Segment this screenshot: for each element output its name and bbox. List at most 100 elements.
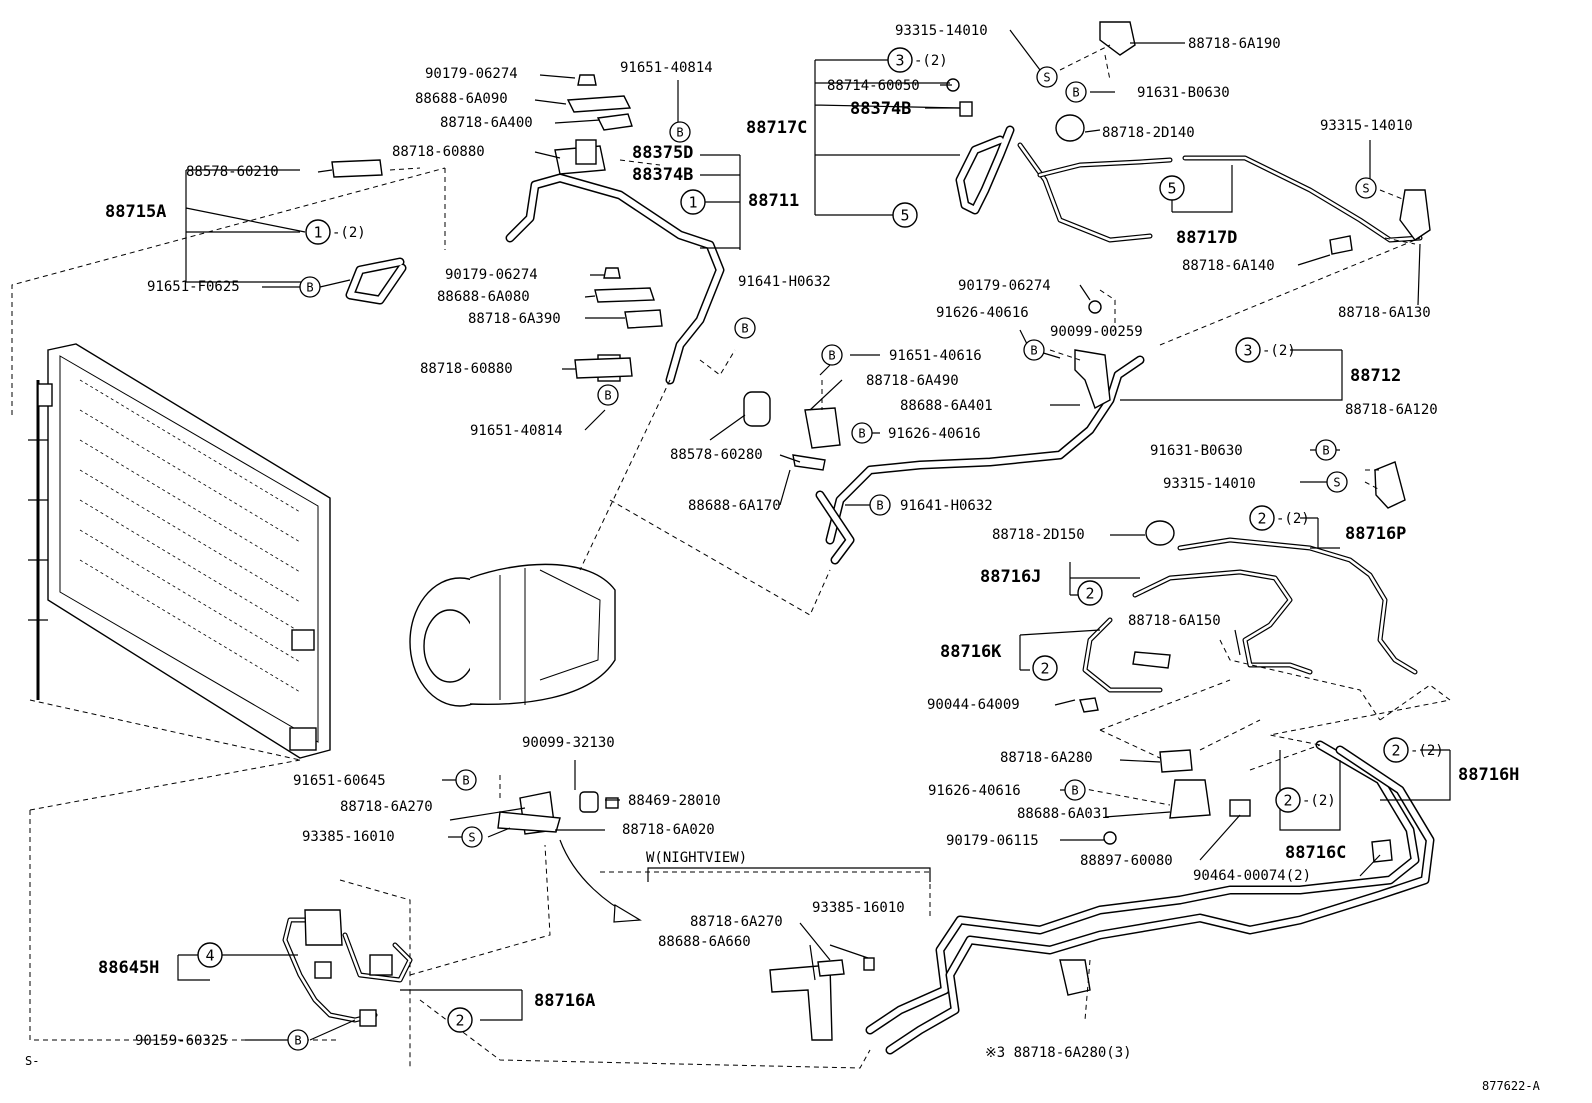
part-label-l33: 91631-B0630 — [1150, 443, 1243, 459]
callout-c6: 3-(2) — [1235, 337, 1296, 363]
callout-number: 2 — [1257, 510, 1266, 528]
assembly-labels: 88715A88375D88374B8871188717C88374B88717… — [98, 99, 1519, 1011]
callout-c11: 2-(2) — [1275, 787, 1336, 813]
callout-circle — [887, 47, 913, 73]
part-label-l11: 91641-H0632 — [738, 274, 831, 290]
bottom-note: ※3 88718-6A280(3) — [985, 1045, 1132, 1061]
callout-number: 3 — [895, 52, 904, 70]
marker-circle — [1064, 779, 1086, 801]
callout-circle — [447, 1007, 473, 1033]
marker-symbol: B — [858, 427, 865, 441]
callout-c5: 5 — [1159, 175, 1185, 201]
marker-circle — [1326, 471, 1348, 493]
part-label-l20: 88718-6A140 — [1182, 258, 1275, 274]
marker-symbol: B — [676, 126, 683, 140]
callout-qty: -(2) — [1302, 793, 1336, 809]
marker-m4: B — [597, 384, 619, 406]
part-number-labels: 90179-06274 91651-40814 88688-6A090 88718-6… — [135, 23, 1438, 1049]
part-label-l7: 91651-F0625 — [147, 279, 240, 295]
marker-m14: B — [455, 769, 477, 791]
callout-c8: 2 — [1077, 580, 1103, 606]
marker-m15: S — [461, 826, 483, 848]
compressor-drawing — [409, 563, 616, 707]
assembly-label-a3: 88374B — [632, 165, 693, 185]
callout-c12: 4 — [197, 942, 223, 968]
callout-circle — [1077, 580, 1103, 606]
part-label-l19: 93315-14010 — [1320, 118, 1413, 134]
marker-symbol: S — [468, 831, 475, 845]
marker-symbol: B — [1030, 344, 1037, 358]
part-label-l37: 90044-64009 — [927, 697, 1020, 713]
marker-circle — [299, 276, 321, 298]
part-label-l49: 90464-00074(2) — [1193, 868, 1311, 884]
part-label-l23: 91626-40616 — [936, 305, 1029, 321]
marker-m13: S — [1326, 471, 1348, 493]
callout-number: 3 — [1243, 342, 1252, 360]
marker-symbol: B — [828, 349, 835, 363]
marker-m12: B — [1315, 439, 1337, 461]
assembly-label-a8: 88712 — [1350, 366, 1401, 386]
marker-circle — [669, 121, 691, 143]
part-label-l1: 90179-06274 — [425, 66, 518, 82]
part-label-l9: 88688-6A080 — [437, 289, 530, 305]
callout-number: 2 — [1391, 742, 1400, 760]
part-label-l51: 93385-16010 — [812, 900, 905, 916]
assembly-label-a2: 88375D — [632, 143, 693, 163]
part-label-l25: 91651-40616 — [889, 348, 982, 364]
assembly-label-a11: 88716K — [940, 642, 1002, 662]
part-label-l45: 91626-40616 — [928, 783, 1021, 799]
marker-circle — [461, 826, 483, 848]
part-label-l28: 91626-40616 — [888, 426, 981, 442]
callout-number: 1 — [313, 224, 322, 242]
part-label-l53: 90159-60325 — [135, 1033, 228, 1049]
assembly-label-a13: 88716C — [1285, 843, 1346, 863]
callout-qty: -(2) — [914, 53, 948, 69]
callout-number: 2 — [1040, 660, 1049, 678]
dashed-guides — [11, 44, 1452, 1070]
callout-c1: 1-(2) — [305, 219, 366, 245]
marker-symbol: B — [604, 389, 611, 403]
marker-circle — [1065, 81, 1087, 103]
marker-m11: B — [869, 494, 891, 516]
part-label-l18: 88718-2D140 — [1102, 125, 1195, 141]
callout-c10: 2-(2) — [1383, 737, 1444, 763]
marker-m2: B — [299, 276, 321, 298]
figure-id: 877622-A — [1482, 1079, 1541, 1093]
part-label-l21: 88718-6A130 — [1338, 305, 1431, 321]
condenser-drawing — [28, 343, 331, 761]
callout-number: 4 — [205, 947, 214, 965]
marker-m1: B — [669, 121, 691, 143]
part-label-l41: 88718-6A270 — [340, 799, 433, 815]
part-label-l46: 88688-6A031 — [1017, 806, 1110, 822]
marker-m6: B — [1065, 81, 1087, 103]
part-label-l3: 88688-6A090 — [415, 91, 508, 107]
callout-c2: 1 — [680, 189, 706, 215]
callout-circle — [1032, 655, 1058, 681]
part-label-l43: 93385-16010 — [302, 829, 395, 845]
marker-m7: S — [1355, 177, 1377, 199]
marker-circle — [1023, 339, 1045, 361]
part-label-l13: 91651-40814 — [470, 423, 563, 439]
assembly-label-a5: 88717C — [746, 118, 807, 138]
callout-qty: -(2) — [1276, 511, 1310, 527]
part-label-l14: 93315-14010 — [895, 23, 988, 39]
marker-circle — [1036, 66, 1058, 88]
part-label-l10: 88718-6A390 — [468, 311, 561, 327]
callout-circle — [1383, 737, 1409, 763]
part-label-l40: 88469-28010 — [628, 793, 721, 809]
marker-m5: S — [1036, 66, 1058, 88]
marker-m16: B — [1064, 779, 1086, 801]
part-label-l47: 90179-06115 — [946, 833, 1039, 849]
marker-circle — [851, 422, 873, 444]
callout-c9: 2 — [1032, 655, 1058, 681]
part-label-l31: 91641-H0632 — [900, 498, 993, 514]
callout-c13: 2 — [447, 1007, 473, 1033]
section-label: W(NIGHTVIEW) — [646, 850, 747, 866]
part-label-l12: 88718-60880 — [420, 361, 513, 377]
callout-number: 5 — [900, 207, 909, 225]
part-label-l17: 88714-60050 — [827, 78, 920, 94]
callout-number: 5 — [1167, 180, 1176, 198]
part-label-l29: 88578-60280 — [670, 447, 763, 463]
